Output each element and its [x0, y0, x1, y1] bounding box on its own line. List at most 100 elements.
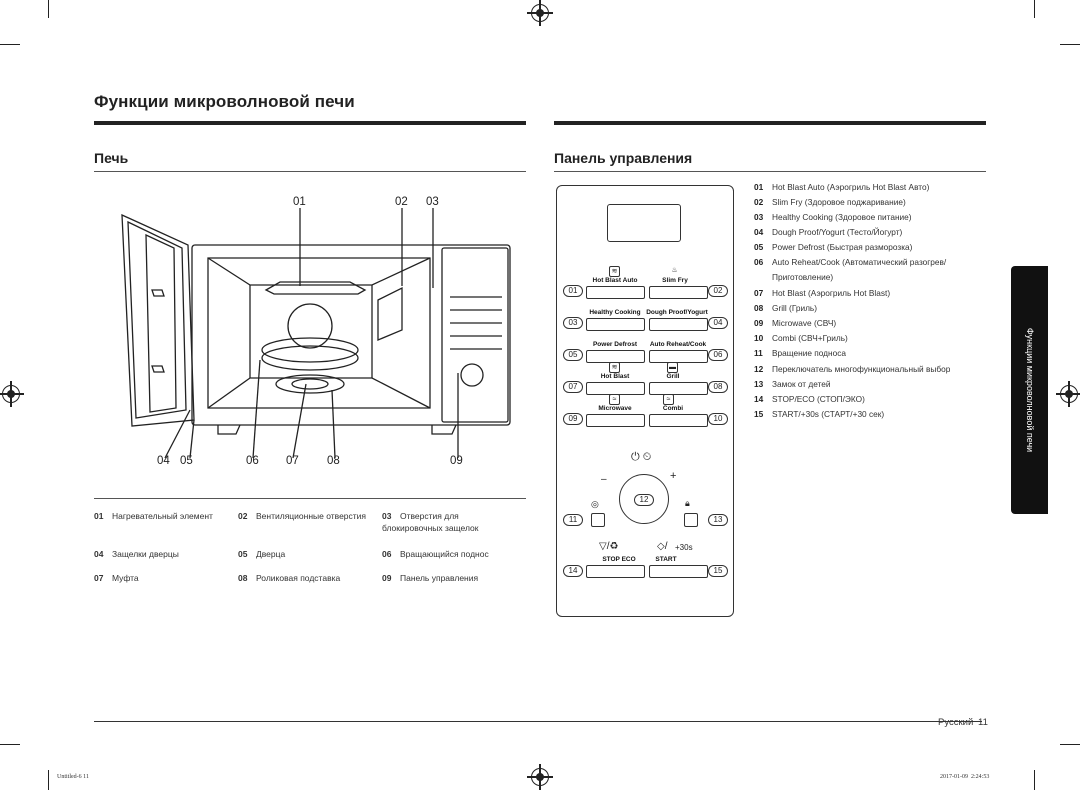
callout-04: 04 [157, 455, 170, 467]
panel-num-15: 15 [708, 565, 728, 577]
microwave-label: Microwave [598, 405, 632, 412]
hot-blast-auto-icon: ≋ [609, 266, 620, 277]
callout-08: 08 [327, 455, 340, 467]
registration-mark-left [0, 381, 24, 407]
combi-label: Combi [662, 405, 684, 412]
callout-09: 09 [450, 455, 463, 467]
crop-mark [48, 770, 49, 790]
slim-fry-icon: ♨ [671, 267, 678, 274]
child-lock-icon: 🔒︎ [685, 498, 690, 508]
footer-rule [94, 721, 982, 722]
crop-mark [48, 0, 49, 18]
callout-06: 06 [246, 455, 259, 467]
turntable-button[interactable] [591, 513, 605, 527]
panel-num-03: 03 [563, 317, 583, 329]
auto-reheat-button[interactable] [649, 350, 708, 363]
crop-mark [1034, 770, 1035, 790]
panel-num-08: 08 [708, 381, 728, 393]
plus30-label: +30s [675, 543, 693, 552]
panel-num-02: 02 [708, 285, 728, 297]
title-rule-left [94, 121, 526, 125]
callout-02: 02 [395, 196, 408, 208]
callout-03: 03 [426, 196, 439, 208]
grill-label: Grill [666, 373, 680, 380]
registration-mark-top [527, 0, 553, 26]
hot-blast-auto-button[interactable] [586, 286, 645, 299]
grill-button[interactable] [649, 382, 708, 395]
dough-proof-label: Dough Proof/Yogurt [646, 309, 708, 316]
crop-mark [0, 44, 20, 45]
combi-icon: ≈ [663, 394, 674, 405]
callout-05: 05 [180, 455, 193, 467]
crop-mark [0, 744, 20, 745]
panel-num-05: 05 [563, 349, 583, 361]
auto-reheat-label: Auto Reheat/Cook [649, 341, 707, 348]
legend-rule [94, 498, 526, 499]
registration-mark-bottom [527, 764, 553, 790]
start-label: START [655, 556, 677, 563]
slim-fry-button[interactable] [649, 286, 708, 299]
turntable-icon: ◎ [591, 499, 599, 509]
callout-07: 07 [286, 455, 299, 467]
page-number: 11 [978, 717, 988, 728]
oven-section-title: Печь [94, 150, 129, 166]
crop-mark [1060, 44, 1080, 45]
panel-num-13: 13 [708, 514, 728, 526]
control-panel: ≋ ♨ Hot Blast Auto Slim Fry 01 02 Health… [556, 185, 734, 617]
power-defrost-label: Power Defrost [592, 341, 638, 348]
combi-button[interactable] [649, 414, 708, 427]
child-lock-button[interactable] [684, 513, 698, 527]
panel-num-12: 12 [634, 494, 654, 506]
stop-eco-label: STOP ECO [602, 556, 636, 563]
panel-num-10: 10 [708, 413, 728, 425]
hot-blast-auto-label: Hot Blast Auto [592, 277, 638, 284]
hot-blast-label: Hot Blast [600, 373, 630, 380]
healthy-cooking-label: Healthy Cooking [589, 309, 641, 316]
oven-diagram [121, 208, 511, 459]
callout-01: 01 [293, 196, 306, 208]
panel-num-09: 09 [563, 413, 583, 425]
panel-section-rule [554, 171, 986, 172]
dough-proof-button[interactable] [649, 318, 708, 331]
multifunction-dial[interactable] [619, 474, 669, 524]
stop-eco-icon: ▽/♻ [599, 541, 619, 552]
panel-num-06: 06 [708, 349, 728, 361]
start-icon: ◇/ [657, 541, 668, 552]
crop-mark [1060, 744, 1080, 745]
display-window [607, 204, 681, 242]
stop-eco-button[interactable] [586, 565, 645, 578]
panel-section-title: Панель управления [554, 150, 693, 166]
healthy-cooking-button[interactable] [586, 318, 645, 331]
panel-num-07: 07 [563, 381, 583, 393]
title-rule-right [554, 121, 986, 125]
panel-num-04: 04 [708, 317, 728, 329]
microwave-icon: ≈ [609, 394, 620, 405]
print-slug-left: Untitled-6 11 [57, 774, 89, 780]
microwave-button[interactable] [586, 414, 645, 427]
print-slug-right: 2017-01-09 ️ 2:24:53 [940, 774, 990, 780]
slim-fry-label: Slim Fry [662, 277, 688, 284]
start-button[interactable] [649, 565, 708, 578]
panel-num-01: 01 [563, 285, 583, 297]
timer-icon: ⏻ ⏲ [631, 451, 652, 463]
